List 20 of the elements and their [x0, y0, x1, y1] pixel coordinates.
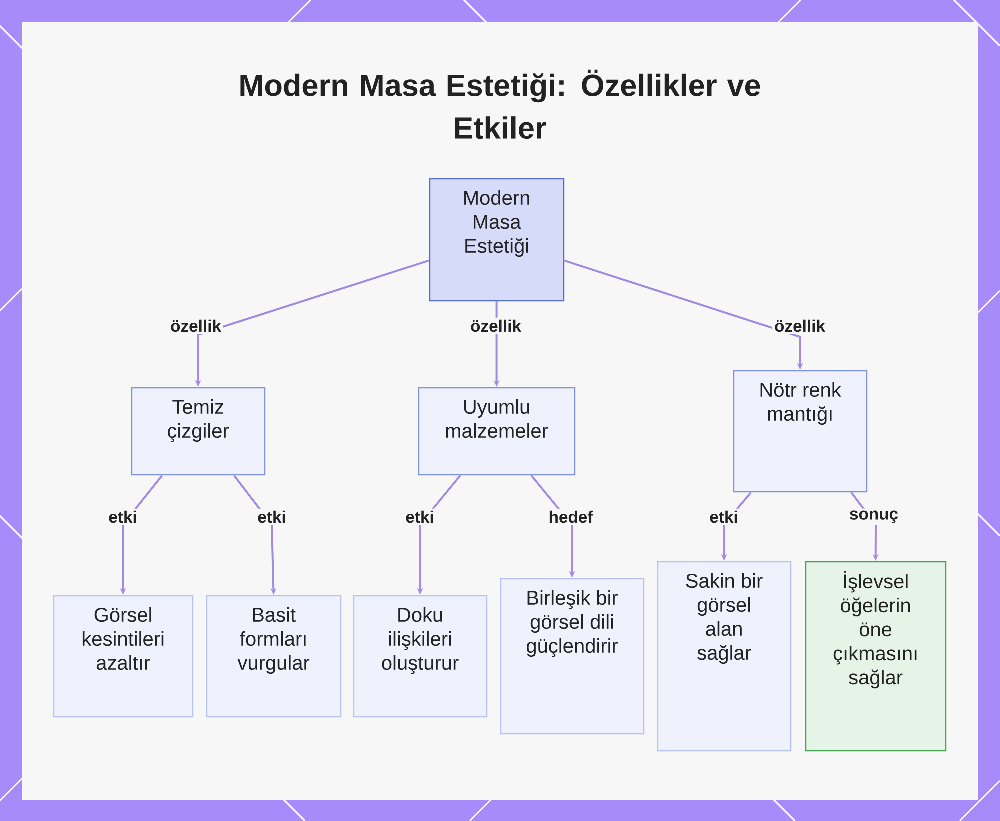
edge-label: özellik: [772, 318, 828, 334]
concept-box: Modern Masa Estetiği: [429, 178, 565, 302]
title: Modern Masa Estetiği: Özellikler ve Etkiler: [240, 70, 760, 140]
concept-box: İşlevsel öğelerin öne çıkmasını sağlar: [805, 561, 947, 752]
edge-label: özellik: [168, 318, 224, 334]
edge-label: etki: [256, 508, 288, 526]
edge-label: özellik: [468, 318, 524, 334]
edge-label: etki: [106, 508, 140, 526]
concept-box: Sakin bir görsel alan sağlar: [657, 561, 792, 752]
concept-box: Görsel kesintileri azaltır: [53, 595, 194, 718]
edge-label: etki: [708, 508, 740, 526]
concept-box: Uyumlu malzemeler: [418, 387, 576, 476]
concept-box: Basit formları vurgular: [206, 595, 342, 718]
concept-box: Nötr renk mantığı: [733, 370, 868, 493]
concept-box: Doku ilişkileri oluşturur: [353, 595, 488, 718]
edge-label: sonuç: [847, 508, 901, 526]
edge-label: hedef: [546, 508, 596, 526]
concept-box: Temiz çizgiler: [131, 387, 266, 476]
concept-box: Birleşik bir görsel dili güçlendirir: [500, 578, 645, 735]
edge-label: etki: [404, 508, 436, 526]
